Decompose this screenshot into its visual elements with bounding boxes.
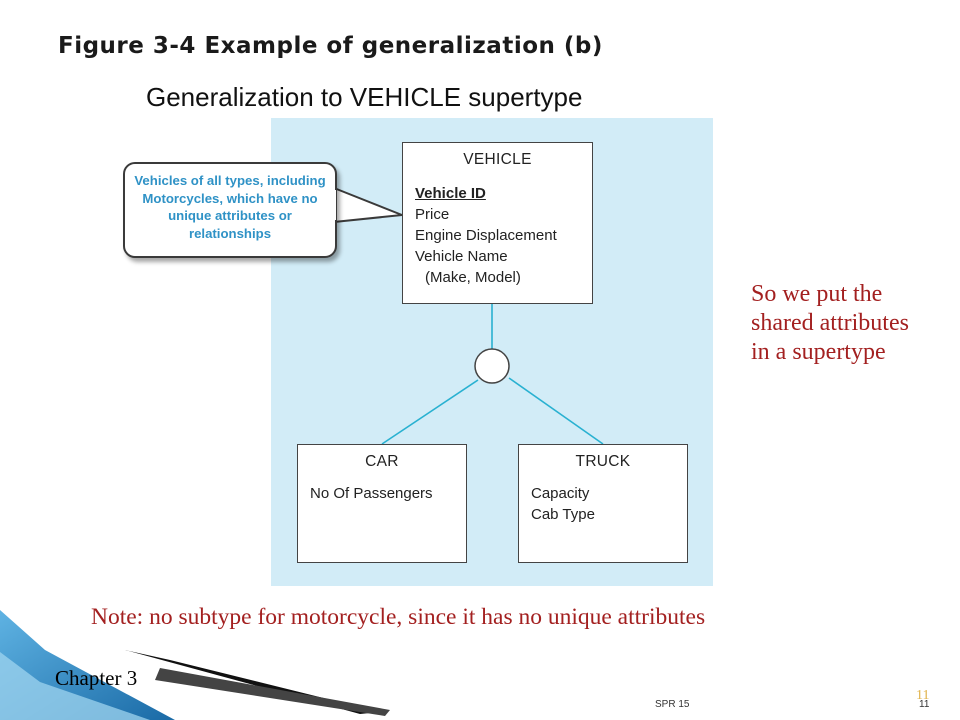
page-number-watermark: 11	[916, 688, 930, 703]
chapter-label: Chapter 3	[55, 666, 138, 690]
entity-vehicle: VEHICLE Vehicle ID Price Engine Displace…	[402, 142, 593, 304]
entity-truck: TRUCK Capacity Cab Type	[518, 444, 688, 563]
entity-name: CAR	[365, 453, 399, 470]
attribute-list: Capacity Cab Type	[531, 483, 687, 525]
entity-name: TRUCK	[575, 453, 631, 470]
composite-detail: (Make, Model)	[425, 269, 521, 286]
bottom-note: Note: no subtype for motorcycle, since i…	[91, 604, 706, 630]
attribute-list: Vehicle ID Price Engine Displacement Veh…	[415, 183, 592, 288]
car-connector	[381, 379, 479, 445]
attribute: Engine Displacement	[415, 227, 557, 244]
attribute-list: No Of Passengers	[310, 483, 466, 504]
page-number: 11	[919, 699, 930, 710]
entity-name: VEHICLE	[463, 151, 532, 168]
attribute: Cab Type	[531, 506, 595, 523]
key-attribute: Vehicle ID	[415, 185, 486, 202]
truck-connector	[508, 377, 604, 445]
footer-text: SPR 15	[655, 699, 690, 710]
slide-title: Figure 3-4 Example of generalization (b)	[58, 33, 603, 59]
attribute: Vehicle Name	[415, 248, 508, 265]
subtype-circle	[474, 348, 510, 384]
side-note: So we put the shared attributes in a sup…	[751, 281, 909, 365]
attribute: Price	[415, 206, 450, 223]
slide-subtitle: Generalization to VEHICLE supertype	[146, 82, 583, 112]
attribute: No Of Passengers	[310, 485, 433, 502]
entity-car: CAR No Of Passengers	[297, 444, 467, 563]
attribute: Capacity	[531, 485, 590, 502]
callout-bubble: Vehicles of all types, including Motorcy…	[123, 162, 337, 258]
